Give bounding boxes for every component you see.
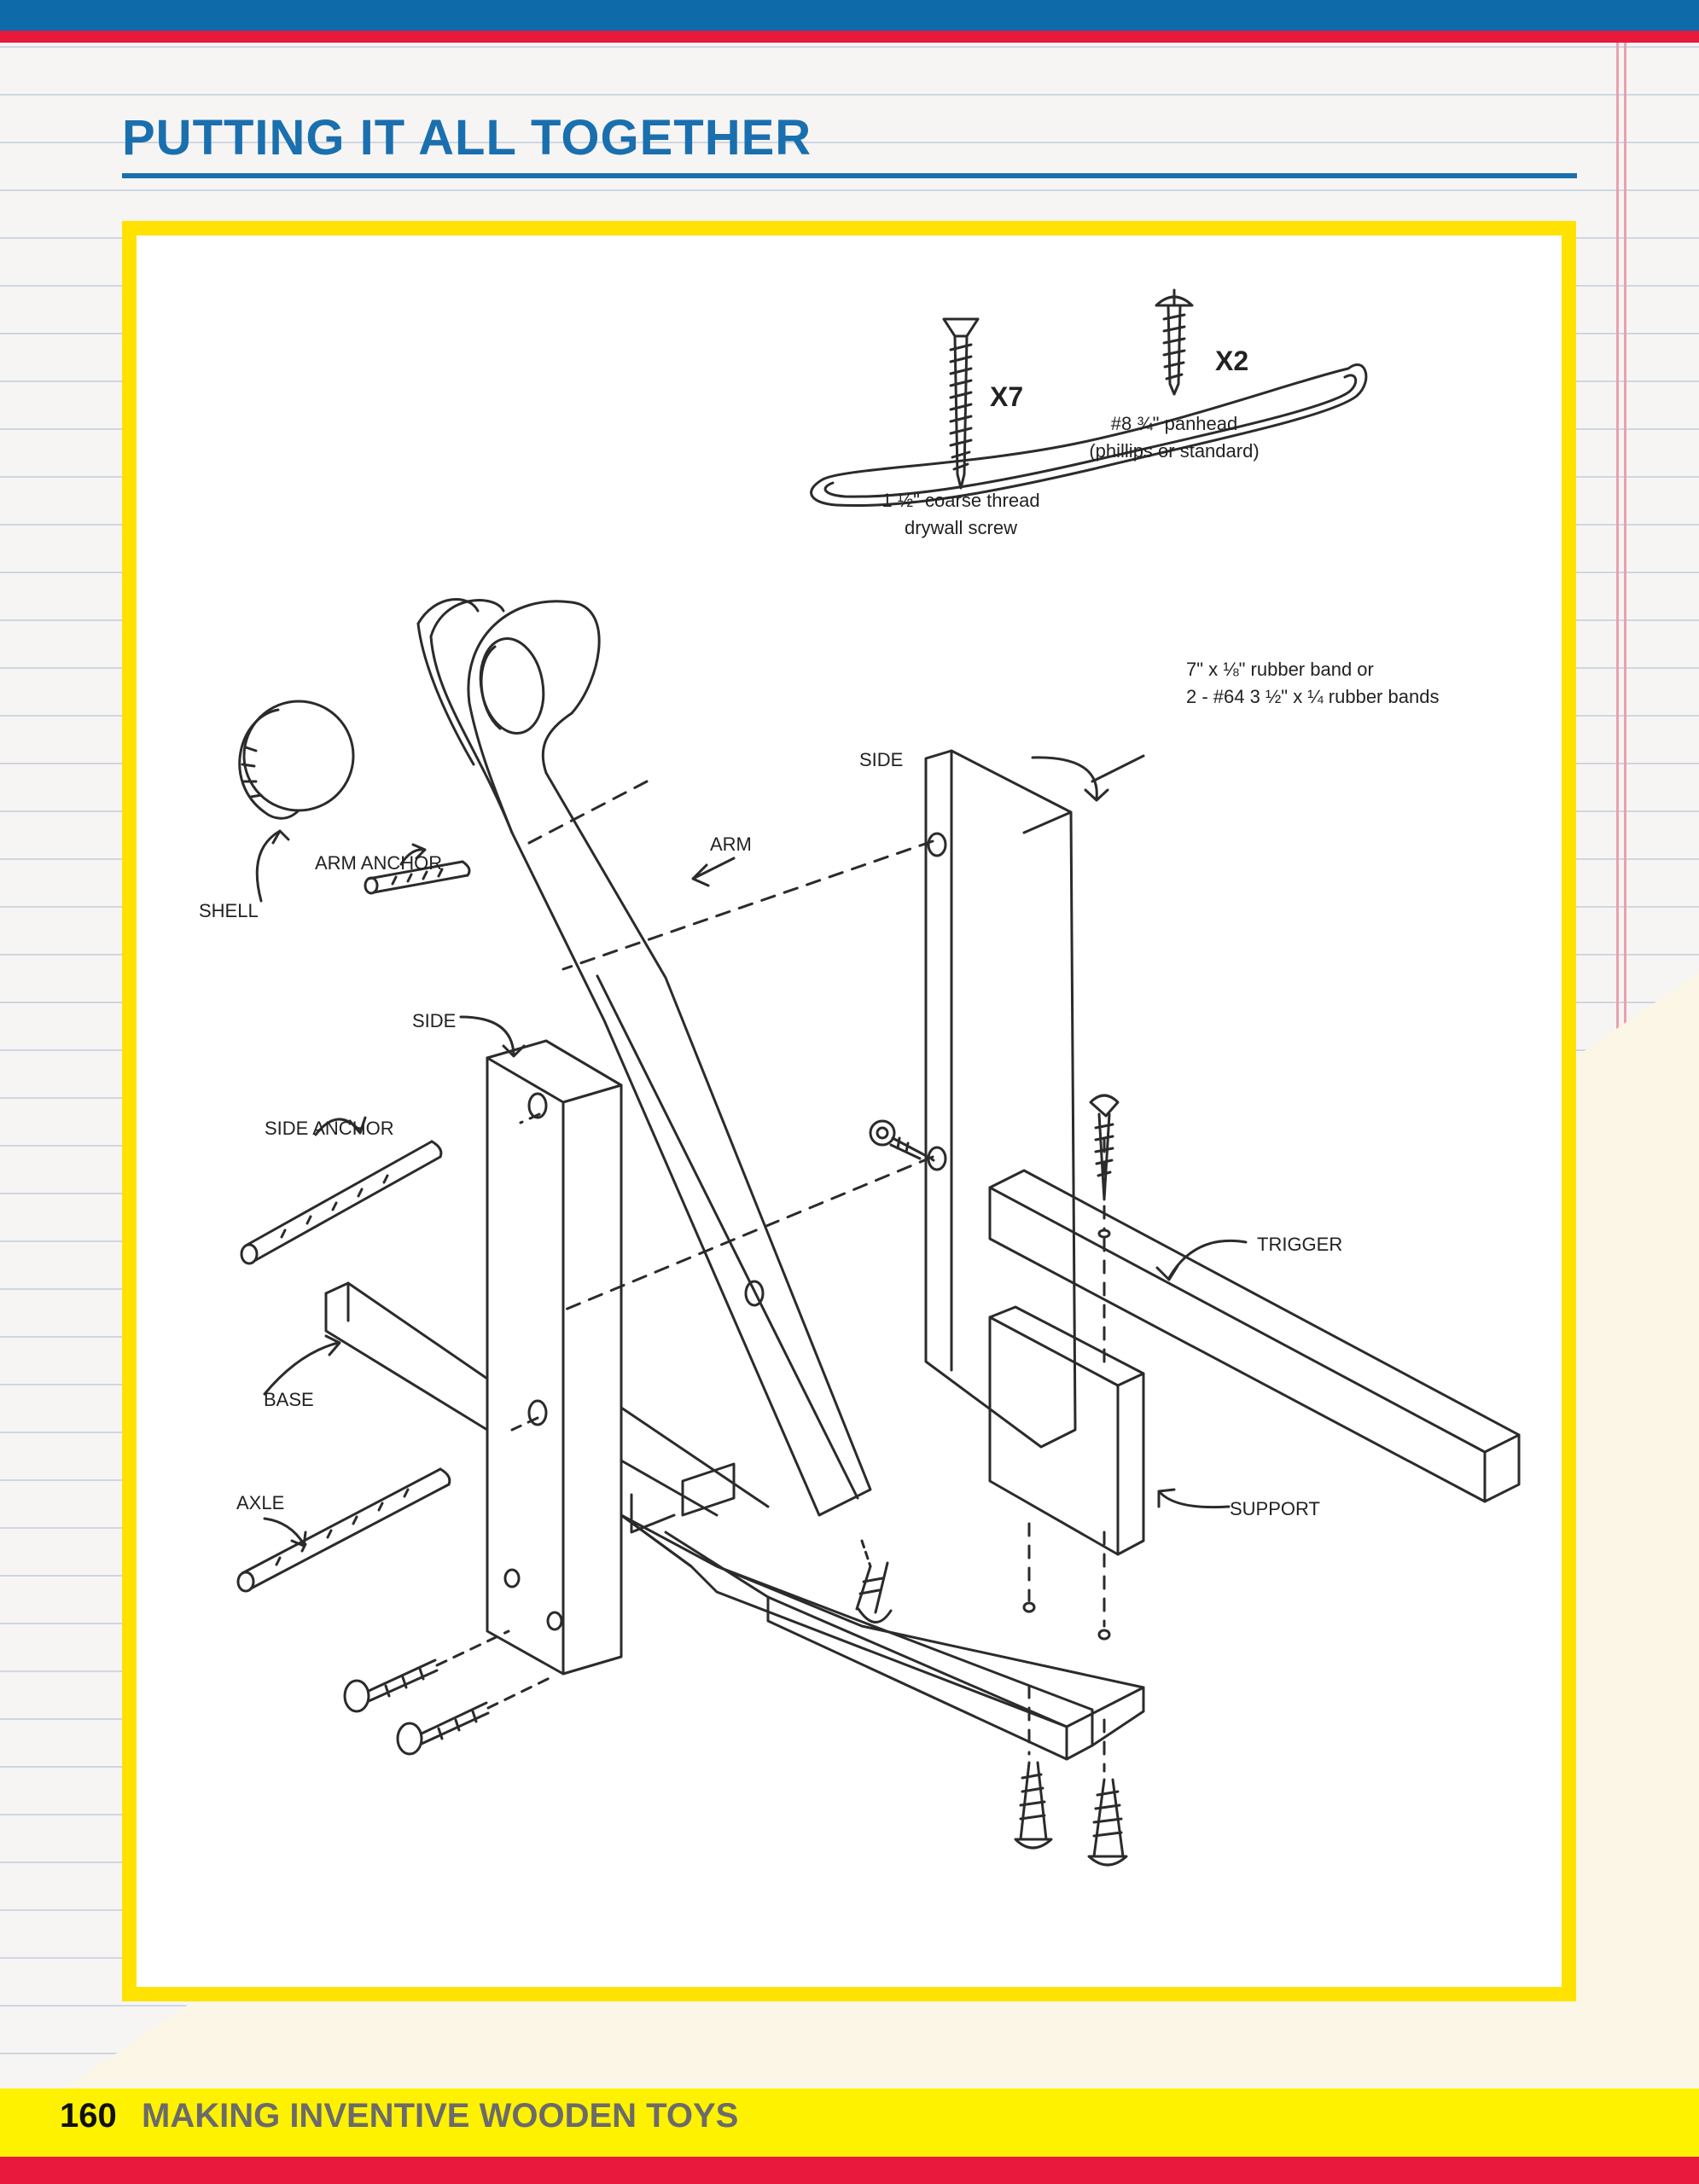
right-side-board bbox=[924, 749, 1145, 1449]
base-board bbox=[263, 1281, 1145, 1761]
drywall-screw-icon bbox=[343, 1629, 510, 1713]
panhead-screw-icon bbox=[869, 1119, 935, 1162]
rubber-band-label-2: 2 - #64 3 ½" x ¼ rubber bands bbox=[1186, 686, 1439, 707]
arm-anchor-dowel bbox=[364, 843, 471, 895]
top-red-band bbox=[0, 31, 1699, 43]
trigger-board bbox=[988, 1169, 1521, 1503]
drywall-screw-icon bbox=[396, 1676, 553, 1756]
panhead-screw-icon bbox=[1155, 288, 1194, 396]
label-trigger: TRIGGER bbox=[1257, 1234, 1342, 1255]
title-rule bbox=[122, 173, 1577, 178]
margin-line bbox=[1616, 43, 1619, 1664]
label-support: SUPPORT bbox=[1230, 1498, 1320, 1519]
axle-dowel bbox=[236, 1416, 539, 1593]
panhead-screw-qty: X2 bbox=[1215, 346, 1248, 376]
label-arm-anchor: ARM ANCHOR bbox=[315, 852, 442, 874]
diagram-frame: X7 1 ½" coarse thread drywall screw X2 #… bbox=[122, 221, 1576, 2001]
footer-band bbox=[0, 2088, 1699, 2157]
label-arm: ARM bbox=[710, 834, 752, 855]
margin-line bbox=[1624, 43, 1626, 1664]
book-title: MAKING INVENTIVE WOODEN TOYS bbox=[142, 2097, 739, 2135]
drywall-screw-icon bbox=[1014, 1761, 1053, 1850]
label-side-anchor: SIDE ANCHOR bbox=[265, 1118, 394, 1139]
drywall-screw-qty: X7 bbox=[990, 381, 1023, 412]
catapult-exploded-diagram: X7 1 ½" coarse thread drywall screw X2 #… bbox=[199, 288, 1521, 1867]
panhead-screw-label-2: (phillips or standard) bbox=[1089, 440, 1259, 462]
left-side-board bbox=[459, 1015, 623, 1676]
catapult-arm bbox=[416, 598, 872, 1517]
footer-red-band bbox=[0, 2157, 1699, 2184]
top-blue-band bbox=[0, 0, 1699, 31]
label-shell: SHELL bbox=[199, 900, 259, 921]
drywall-screw-label-1: 1 ½" coarse thread bbox=[882, 490, 1039, 511]
section-title: PUTTING IT ALL TOGETHER bbox=[122, 110, 812, 166]
label-side-right: SIDE bbox=[859, 749, 903, 770]
label-base: BASE bbox=[264, 1389, 314, 1410]
panhead-screw-label-1: #8 ¾" panhead bbox=[1111, 413, 1238, 434]
label-axle: AXLE bbox=[236, 1492, 284, 1513]
support-block bbox=[988, 1305, 1231, 1556]
page-number: 160 bbox=[60, 2097, 117, 2135]
drywall-screw-label-2: drywall screw bbox=[905, 517, 1017, 538]
label-side-left: SIDE bbox=[412, 1010, 456, 1031]
shell-icon bbox=[238, 700, 355, 903]
drywall-screw-icon bbox=[1087, 1778, 1128, 1867]
panhead-screw-icon bbox=[855, 1539, 893, 1623]
drywall-screw-icon bbox=[1089, 1094, 1120, 1201]
rubber-band-icon bbox=[810, 363, 1368, 508]
rubber-band-label-1: 7" x ⅛" rubber band or bbox=[1186, 659, 1374, 680]
side-anchor-dowel bbox=[240, 1112, 541, 1265]
